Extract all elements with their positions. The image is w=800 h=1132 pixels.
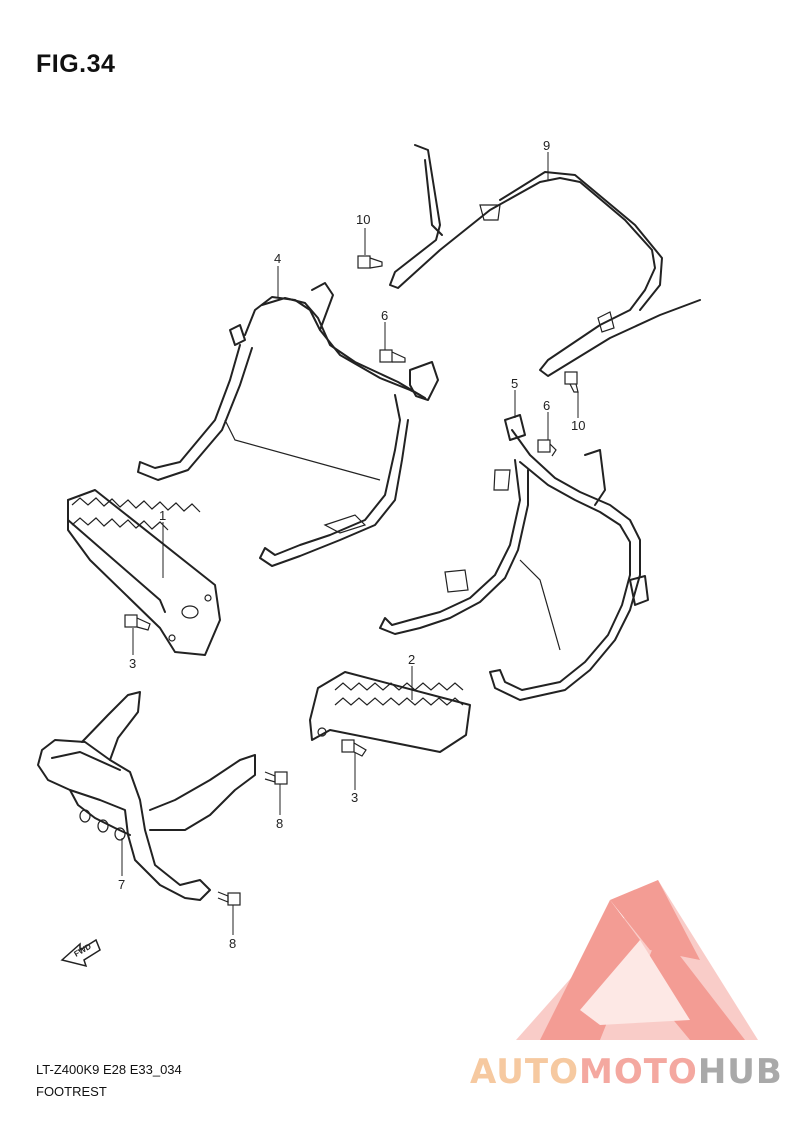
bolt-10-upper: [357, 255, 383, 269]
callout-3-left: 3: [129, 656, 136, 671]
callout-6-right: 6: [543, 398, 550, 413]
bolt-6-upper: [379, 349, 406, 363]
bolt-3-right: [341, 739, 367, 757]
part-9-frame: [389, 144, 701, 377]
callout-6-upper: 6: [381, 308, 388, 323]
callout-10-right: 10: [571, 418, 585, 433]
footer-code: LT-Z400K9 E28 E33_034: [36, 1062, 182, 1077]
bolt-10-right: [564, 371, 579, 393]
part-7-guard: [37, 691, 256, 901]
part-4-frame: [137, 282, 439, 567]
callout-1: 1: [159, 508, 166, 523]
watermark-brand: AUTOMOTOHUB: [470, 1052, 783, 1092]
callout-8-lower: 8: [229, 936, 236, 951]
callout-3-right: 3: [351, 790, 358, 805]
bolt-8-upper: [264, 771, 288, 785]
callout-2: 2: [408, 652, 415, 667]
callout-8-upper: 8: [276, 816, 283, 831]
callout-9: 9: [543, 138, 550, 153]
footer-name: FOOTREST: [36, 1084, 107, 1099]
callout-4: 4: [274, 251, 281, 266]
callout-5: 5: [511, 376, 518, 391]
callout-10-upper: 10: [356, 212, 370, 227]
brand-part-moto: MOTO: [578, 1052, 698, 1092]
figure-title: FIG.34: [36, 50, 116, 78]
part-5-frame: [379, 414, 649, 701]
part-2-footrest: [309, 671, 471, 753]
bolt-8-lower: [217, 891, 241, 906]
brand-part-auto: AUTO: [470, 1052, 579, 1092]
watermark-logo: [516, 880, 758, 1040]
brand-part-hub: HUB: [697, 1052, 783, 1092]
callout-7: 7: [118, 877, 125, 892]
bolt-6-right: [537, 439, 557, 457]
bolt-3-left: [124, 614, 151, 631]
part-1-footrest: [67, 489, 221, 656]
fwd-arrow-icon: FWD: [60, 938, 101, 968]
